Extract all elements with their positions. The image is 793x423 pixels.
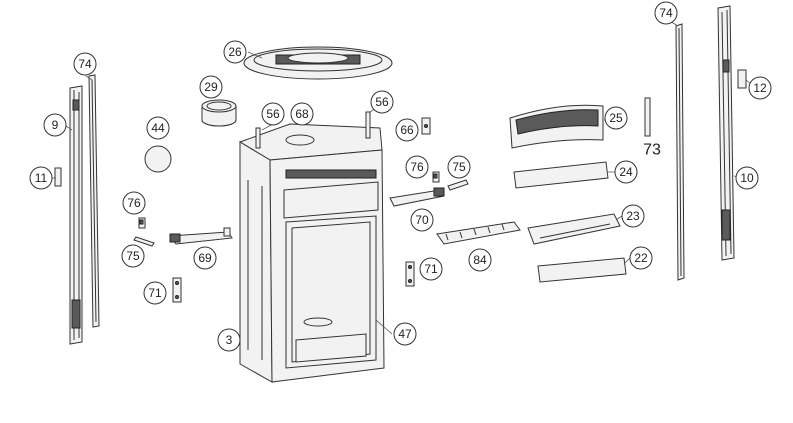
callout-76-right: 76 (405, 155, 429, 179)
svg-text:47: 47 (398, 327, 412, 341)
svg-text:74: 74 (78, 57, 92, 71)
svg-text:11: 11 (35, 171, 48, 185)
callout-26: 26 (223, 40, 247, 64)
clip-11 (54, 167, 62, 187)
svg-text:24: 24 (619, 165, 633, 179)
svg-text:22: 22 (634, 251, 648, 265)
svg-text:26: 26 (228, 45, 242, 59)
callout-47: 47 (393, 322, 417, 346)
grate-84 (436, 221, 521, 245)
svg-text:66: 66 (400, 123, 414, 137)
callout-44: 44 (146, 116, 170, 140)
plate-24 (513, 161, 609, 189)
svg-text:75: 75 (126, 249, 140, 263)
top-cover-plate (243, 46, 393, 80)
clip-12 (737, 69, 747, 89)
stove-body (238, 111, 385, 383)
svg-text:69: 69 (198, 251, 212, 265)
svg-text:56: 56 (375, 95, 389, 109)
svg-text:12: 12 (753, 81, 767, 95)
tray-23 (527, 213, 621, 245)
callout-10: 10 (735, 166, 759, 190)
handle-left (133, 236, 155, 247)
callout-71-right: 71 (419, 257, 443, 281)
svg-text:76: 76 (410, 160, 424, 174)
callout-56-right: 56 (370, 90, 394, 114)
svg-text:29: 29 (204, 80, 218, 94)
cover-disc (144, 145, 172, 173)
svg-text:71: 71 (424, 262, 438, 276)
plate-22 (537, 257, 627, 283)
callout-69: 69 (193, 246, 217, 270)
svg-text:44: 44 (151, 121, 165, 135)
strip-73 (644, 97, 651, 137)
callout-25: 25 (604, 106, 628, 130)
plate-71-right (405, 261, 415, 287)
callout-12: 12 (748, 76, 772, 100)
svg-text:68: 68 (295, 107, 309, 121)
svg-text:74: 74 (659, 6, 673, 20)
callout-24: 24 (614, 160, 638, 184)
left-side-panel (69, 85, 83, 345)
svg-text:10: 10 (740, 171, 754, 185)
clip-right (432, 171, 440, 183)
callout-3: 3 (217, 328, 241, 352)
svg-text:84: 84 (473, 253, 487, 267)
bracket-left (169, 227, 233, 245)
callout-75-left: 75 (121, 244, 145, 268)
callout-22: 22 (629, 246, 653, 270)
callout-29: 29 (199, 75, 223, 99)
label-73: 73 (643, 142, 661, 159)
right-side-panel (717, 5, 735, 261)
callout-70: 70 (410, 208, 434, 232)
left-trim-strip (88, 74, 100, 328)
svg-text:56: 56 (266, 107, 280, 121)
clip-66 (421, 117, 431, 135)
callout-66: 66 (395, 118, 419, 142)
callout-23: 23 (621, 204, 645, 228)
callout-84: 84 (468, 248, 492, 272)
svg-text:9: 9 (52, 118, 59, 132)
handle-right (447, 179, 469, 191)
callout-56-left: 56 (261, 102, 285, 126)
callout-74-right: 74 (654, 1, 678, 25)
callout-76-left: 76 (122, 191, 146, 215)
svg-text:23: 23 (626, 209, 640, 223)
flue-collar (201, 99, 237, 127)
callout-75-right: 75 (447, 155, 471, 179)
bracket-right (389, 187, 445, 207)
callout-74-left: 74 (73, 52, 97, 76)
svg-text:25: 25 (609, 111, 623, 125)
right-trim-strip (675, 23, 685, 281)
callout-68: 68 (290, 102, 314, 126)
callout-11: 11 (29, 166, 53, 190)
callout-9: 9 (43, 113, 67, 137)
svg-text:75: 75 (452, 160, 466, 174)
baffle-25 (509, 104, 604, 149)
svg-text:3: 3 (226, 333, 233, 347)
plate-71-left (172, 277, 182, 303)
callout-71-left: 71 (143, 281, 167, 305)
svg-text:71: 71 (148, 286, 162, 300)
svg-text:70: 70 (415, 213, 429, 227)
svg-text:76: 76 (127, 196, 141, 210)
clip-left (138, 217, 146, 229)
svg-text:73: 73 (643, 142, 661, 159)
